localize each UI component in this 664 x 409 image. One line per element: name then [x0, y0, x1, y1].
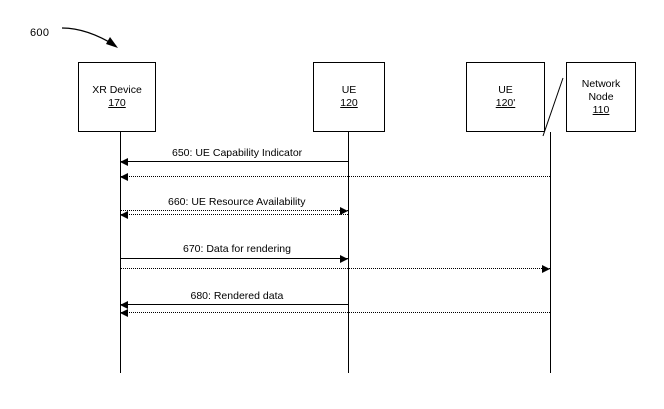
message-line-msg-660-dotted [120, 214, 348, 215]
actor-reference-number: 110 [592, 103, 610, 116]
message-label-msg-660: 660: UE Resource Availability [168, 196, 306, 208]
figure-number: 600 [30, 27, 50, 39]
message-label-msg-650: 650: UE Capability Indicator [172, 147, 303, 159]
message-label-msg-670: 670: Data for rendering [183, 243, 291, 255]
arrowhead-left-msg-680 [120, 300, 128, 309]
message-line-msg-650 [120, 161, 348, 162]
actor-reference-number: 170 [108, 97, 126, 109]
actor-reference-number: 120' [495, 97, 516, 109]
actor-title: XR Device [92, 84, 142, 96]
arrowhead-right-msg-660 [340, 206, 348, 215]
arrowhead-right-msg-670 [340, 254, 348, 263]
arrowhead-left-msg-650 [120, 157, 128, 166]
actor-title: UE [341, 84, 357, 96]
message-line-msg-680 [120, 304, 348, 305]
actor-reference-number: 120 [340, 97, 358, 109]
arrowhead-left-msg-660-dotted [120, 210, 128, 219]
actor-title: Network Node [581, 77, 621, 103]
actor-title: UE [498, 84, 513, 96]
lifeline-xr-device [120, 132, 121, 373]
lifeline-ue-120 [348, 132, 349, 373]
message-line-msg-660 [120, 210, 348, 211]
arrowhead-right-msg-670-dotted [542, 264, 550, 273]
message-line-msg-680-dotted [120, 312, 550, 313]
message-line-msg-670-dotted [120, 268, 550, 269]
message-line-msg-650-dotted [120, 176, 550, 177]
lifeline-ue-120-prime [550, 132, 551, 373]
arrowhead-left-msg-650-dotted [120, 172, 128, 181]
curved-arrow-icon [61, 27, 118, 48]
arrowhead-left-msg-680-dotted [120, 308, 128, 317]
message-label-msg-680: 680: Rendered data [190, 290, 284, 302]
message-line-msg-670 [120, 258, 348, 259]
